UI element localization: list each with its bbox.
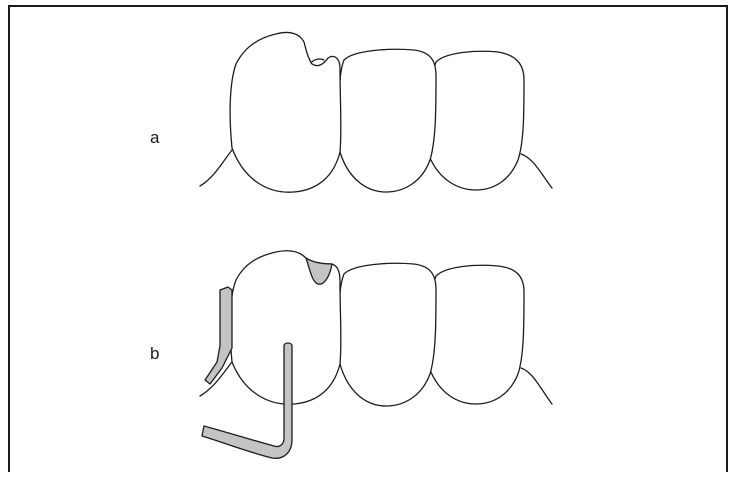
cavity-detail-a — [311, 59, 324, 63]
tooth-premolar-middle-a — [339, 49, 436, 192]
gum-line-right-a — [521, 154, 552, 188]
panel-label-b: b — [150, 344, 159, 364]
tooth-molar-right-b — [430, 265, 524, 404]
tooth-with-cavity-a — [230, 32, 341, 192]
tooth-premolar-middle-b — [339, 263, 436, 406]
panel-a-drawing — [200, 32, 552, 192]
tooth-molar-right-a — [430, 51, 524, 190]
matrix-band — [205, 287, 232, 384]
gum-line-left-a — [200, 150, 232, 186]
panel-label-a: a — [150, 128, 159, 148]
gum-line-right-b — [521, 368, 552, 404]
panel-b-drawing — [200, 251, 552, 458]
